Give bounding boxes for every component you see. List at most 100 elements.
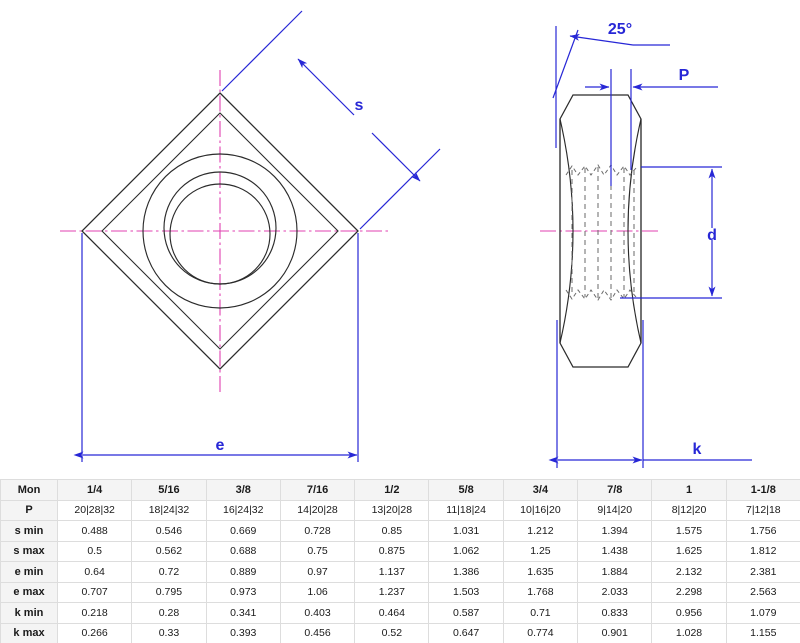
- s-dim-line-upper: [297, 58, 355, 116]
- column-header-size-5: 1/2: [354, 479, 430, 501]
- dimension-angle-25: [552, 26, 670, 148]
- dimension-label-k: k: [693, 441, 702, 458]
- table-cell: 0.562: [131, 540, 207, 562]
- table-cell: 13|20|28: [354, 499, 430, 521]
- table-cell: 0.546: [131, 520, 207, 542]
- table-cell: 0.97: [279, 561, 356, 583]
- angle-arc-leader: [569, 33, 634, 46]
- table-cell: 1.028: [651, 622, 727, 643]
- table-cell: 10|16|20: [502, 499, 579, 521]
- column-header-size-6: 5/8: [428, 479, 504, 501]
- angle-leader-slant: [552, 29, 579, 99]
- table-cell: 0.728: [279, 520, 356, 542]
- dimension-k: [548, 320, 752, 468]
- table-cell: 1.503: [428, 581, 504, 603]
- dimension-label-P: P: [679, 67, 690, 84]
- table-cell: 16|24|32: [205, 499, 281, 521]
- table-cell: 2.033: [577, 581, 653, 603]
- table-cell: 0.795: [131, 581, 207, 603]
- dimension-P: [585, 69, 718, 186]
- s-extension-upper: [221, 10, 303, 92]
- table-cell: 18|24|32: [131, 499, 207, 521]
- engineering-drawing: s e: [60, 10, 752, 468]
- outer-square-outline: [81, 92, 359, 370]
- table-cell: 0.393: [205, 622, 281, 643]
- table-cell: 0.688: [205, 540, 281, 562]
- table-cell: 0.5: [56, 540, 133, 562]
- table-cell: 8|12|20: [651, 499, 727, 521]
- table-cell: 1.884: [577, 561, 653, 583]
- table-cell: 0.488: [56, 520, 133, 542]
- table-cell: 0.956: [651, 602, 727, 624]
- dimension-label-angle: 25°: [608, 21, 632, 38]
- table-cell: 20|28|32: [56, 499, 133, 521]
- table-cell: 1.031: [428, 520, 504, 542]
- table-cell: 0.71: [502, 602, 579, 624]
- table-cell: 1.237: [354, 581, 430, 603]
- inner-chamfer-outline: [101, 112, 339, 350]
- column-header-size-2: 5/16: [131, 479, 207, 501]
- chamfer-circle: [142, 153, 298, 309]
- table-cell: 0.774: [502, 622, 579, 643]
- table-cell: 1.625: [651, 540, 727, 562]
- table-cell: 0.587: [428, 602, 504, 624]
- dimension-label-e: e: [216, 437, 225, 454]
- table-cell: 2.298: [651, 581, 727, 603]
- dimension-label-s: s: [355, 97, 364, 114]
- hidden-thread-lines: [571, 167, 635, 298]
- table-cell: 1.079: [725, 602, 800, 624]
- table-cell: 0.973: [205, 581, 281, 603]
- row-header: k min: [0, 602, 58, 624]
- column-header-size-8: 7/8: [577, 479, 653, 501]
- column-header-size-7: 3/4: [502, 479, 579, 501]
- table-cell: 1.137: [354, 561, 430, 583]
- table-cell: 2.381: [725, 561, 800, 583]
- specification-table: Mon 1/4 5/16 3/8 7/16 1/2 5/8 3/4 7/8 1 …: [0, 479, 800, 643]
- table-cell: 0.403: [279, 602, 356, 624]
- table-cell: 1.386: [428, 561, 504, 583]
- table-cell: 0.218: [56, 602, 133, 624]
- s-dim-line-lower: [371, 132, 421, 182]
- table-cell: 0.64: [56, 561, 133, 583]
- table-cell: 0.833: [577, 602, 653, 624]
- row-header: e max: [0, 581, 58, 603]
- table-cell: 0.85: [354, 520, 430, 542]
- dimension-e: [73, 233, 359, 462]
- table-cell: 0.266: [56, 622, 133, 643]
- table-cell: 0.456: [279, 622, 356, 643]
- row-header: s min: [0, 520, 58, 542]
- column-header-size-10: 1-1/8: [725, 479, 800, 501]
- table-cell: 1.212: [502, 520, 579, 542]
- dimension-s: [221, 10, 441, 230]
- column-header-size-4: 7/16: [279, 479, 356, 501]
- table-cell: 1.155: [725, 622, 800, 643]
- table-cell: 1.812: [725, 540, 800, 562]
- table-cell: 0.875: [354, 540, 430, 562]
- column-header-size-9: 1: [651, 479, 727, 501]
- table-cell: 0.464: [354, 602, 430, 624]
- column-header-size-3: 3/8: [205, 479, 281, 501]
- table-cell: 2.563: [725, 581, 800, 603]
- table-cell: 0.75: [279, 540, 356, 562]
- table-cell: 0.33: [131, 622, 207, 643]
- chamfer-arc-right: [627, 118, 642, 344]
- specification-table-container: Mon 1/4 5/16 3/8 7/16 1/2 5/8 3/4 7/8 1 …: [0, 479, 800, 643]
- top-view-square-nut: s e: [60, 10, 441, 462]
- table-cell: 0.28: [131, 602, 207, 624]
- table-cell: 1.768: [502, 581, 579, 603]
- table-cell: 14|20|28: [279, 499, 356, 521]
- table-cell: 0.647: [428, 622, 504, 643]
- table-cell: 1.756: [725, 520, 800, 542]
- table-cell: 2.132: [651, 561, 727, 583]
- table-cell: 1.25: [502, 540, 579, 562]
- table-cell: 11|18|24: [428, 499, 504, 521]
- table-cell: 0.669: [205, 520, 281, 542]
- row-header: e min: [0, 561, 58, 583]
